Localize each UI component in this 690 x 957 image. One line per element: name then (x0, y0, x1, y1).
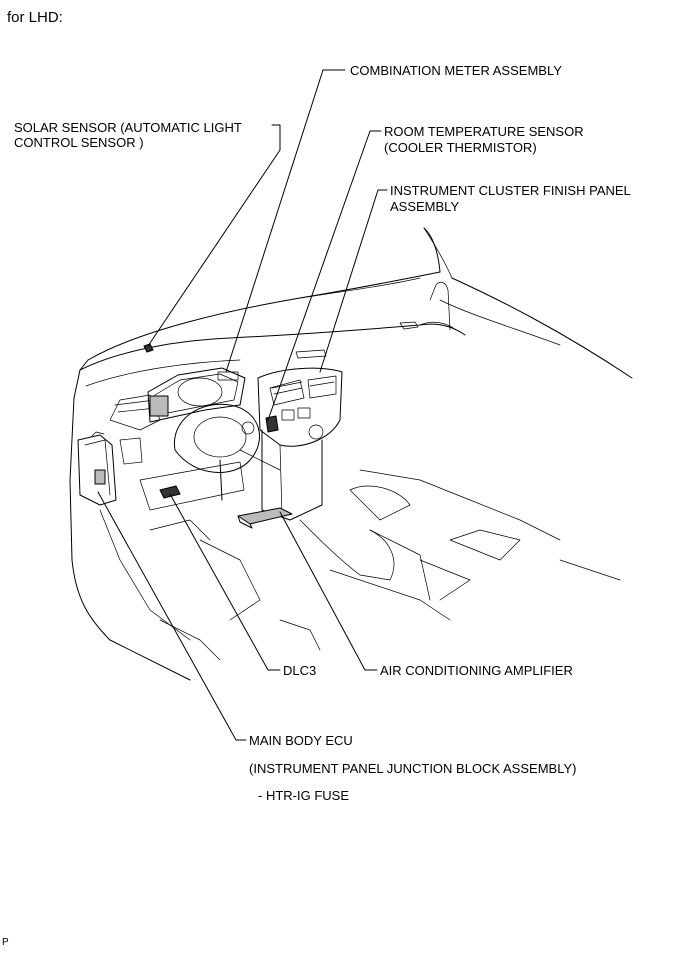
solar-sensor-label-line-1: SOLAR SENSOR (AUTOMATIC LIGHT (14, 120, 242, 135)
main-body-ecu-label: MAIN BODY ECU (249, 733, 353, 748)
air-conditioning-amplifier-part (237, 507, 293, 529)
leader-dlc3 (169, 493, 281, 671)
cluster-finish-panel-label-line-2: ASSEMBLY (390, 199, 460, 214)
solar-sensor-label-line-2: CONTROL SENSOR ) (14, 135, 144, 150)
leader-lines (97, 69, 388, 741)
leader-main-body-ecu (97, 491, 247, 741)
center-panel (257, 367, 343, 521)
page-heading: for LHD: (7, 9, 63, 26)
floor-console (149, 469, 621, 661)
combination-meter-part (147, 367, 246, 423)
cluster-finish-panel-label-line-1: INSTRUMENT CLUSTER FINISH PANEL (390, 183, 631, 198)
leader-solar (147, 124, 281, 347)
leader-aircon (279, 511, 378, 671)
fuse-label: - HTR-IG FUSE (258, 788, 349, 803)
body-outline (87, 227, 633, 379)
combination-meter-label: COMBINATION METER ASSEMBLY (350, 63, 562, 78)
dashboard-top (73, 321, 466, 399)
room-temp-sensor-label-line-1: ROOM TEMPERATURE SENSOR (384, 124, 584, 139)
dlc3-label: DLC3 (283, 663, 317, 678)
air-conditioning-amplifier-label: AIR CONDITIONING AMPLIFIER (380, 663, 573, 678)
room-temp-sensor-label-line-2: (COOLER THERMISTOR) (384, 140, 537, 155)
steering-wheel (174, 403, 281, 501)
main-body-ecu-box (77, 431, 117, 506)
corner-mark: P (2, 937, 9, 948)
leader-combination-meter (225, 69, 346, 373)
dlc3-part (139, 461, 245, 511)
solar-sensor-part (143, 343, 154, 353)
leader-room-temp (267, 130, 382, 421)
junction-block-label: (INSTRUMENT PANEL JUNCTION BLOCK ASSEMBL… (249, 761, 577, 776)
leader-cluster-panel (319, 189, 388, 373)
